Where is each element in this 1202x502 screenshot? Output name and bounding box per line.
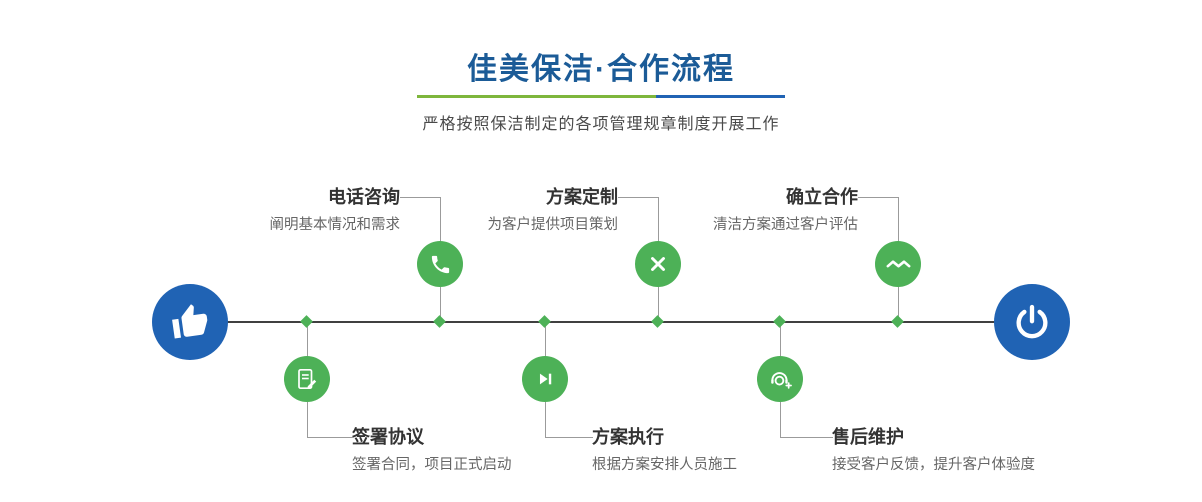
headset-icon xyxy=(771,372,792,389)
step-label-plan-customization: 方案定制 为客户提供项目策划 xyxy=(488,186,619,234)
step-title: 方案执行 xyxy=(592,427,664,447)
connector-elbow xyxy=(858,197,899,242)
timeline-diamond xyxy=(300,315,313,328)
phone-icon xyxy=(431,255,449,273)
step-desc: 签署合同，项目正式启动 xyxy=(352,457,512,473)
step-node-plan-customization xyxy=(635,241,681,287)
step-node-establish-cooperation xyxy=(875,241,921,287)
connector-elbow xyxy=(780,402,833,438)
design-tools-icon xyxy=(651,257,665,271)
title-divider xyxy=(417,95,785,98)
timeline-diamond xyxy=(891,315,904,328)
step-desc: 为客户提供项目策划 xyxy=(487,217,619,233)
page-subtitle: 严格按照保洁制定的各项管理规章制度开展工作 xyxy=(422,116,780,133)
step-label-after-sales: 售后维护 接受客户反馈，提升客户体验度 xyxy=(832,426,1035,474)
step-title: 确立合作 xyxy=(786,187,858,207)
power-icon xyxy=(1016,304,1048,339)
connector-stub xyxy=(898,287,899,321)
page-title: 佳美保洁·合作流程 xyxy=(467,53,735,86)
connector-elbow xyxy=(400,197,441,242)
divider-green-segment xyxy=(417,95,657,98)
step-node-sign-agreement xyxy=(284,356,330,402)
document-edit-icon xyxy=(298,368,317,390)
step-node-phone-consult xyxy=(417,241,463,287)
connector-elbow xyxy=(307,402,353,438)
step-label-establish-cooperation: 确立合作 清洁方案通过客户评估 xyxy=(713,186,858,234)
step-node-plan-execution xyxy=(522,356,568,402)
timeline-diamond xyxy=(773,315,786,328)
pointing-hand-icon xyxy=(172,304,208,339)
timeline-diamond xyxy=(433,315,446,328)
step-title: 售后维护 xyxy=(832,427,904,447)
connector-stub xyxy=(780,323,781,356)
step-title: 电话咨询 xyxy=(328,187,400,207)
handshake-icon xyxy=(886,259,910,267)
play-icon xyxy=(539,373,552,385)
step-title: 方案定制 xyxy=(546,187,618,207)
timeline-end-endpoint xyxy=(994,284,1070,360)
timeline-diamond xyxy=(538,315,551,328)
step-desc: 接受客户反馈，提升客户体验度 xyxy=(832,457,1035,473)
step-label-sign-agreement: 签署协议 签署合同，项目正式启动 xyxy=(352,426,512,474)
connector-elbow xyxy=(618,197,659,242)
step-title: 签署协议 xyxy=(352,427,424,447)
connector-stub xyxy=(440,287,441,321)
timeline-start-endpoint xyxy=(152,284,228,360)
step-desc: 清洁方案通过客户评估 xyxy=(713,217,858,233)
connector-elbow xyxy=(545,402,593,438)
connector-stub xyxy=(307,323,308,356)
step-label-phone-consult: 电话咨询 阐明基本情况和需求 xyxy=(270,186,401,234)
step-label-plan-execution: 方案执行 根据方案安排人员施工 xyxy=(592,426,737,474)
divider-blue-segment xyxy=(656,95,785,98)
timeline-diamond xyxy=(651,315,664,328)
step-desc: 阐明基本情况和需求 xyxy=(269,217,401,233)
connector-stub xyxy=(658,287,659,321)
connector-stub xyxy=(545,323,546,356)
step-node-after-sales xyxy=(757,356,803,402)
timeline-line xyxy=(190,321,1032,323)
step-desc: 根据方案安排人员施工 xyxy=(592,457,737,473)
